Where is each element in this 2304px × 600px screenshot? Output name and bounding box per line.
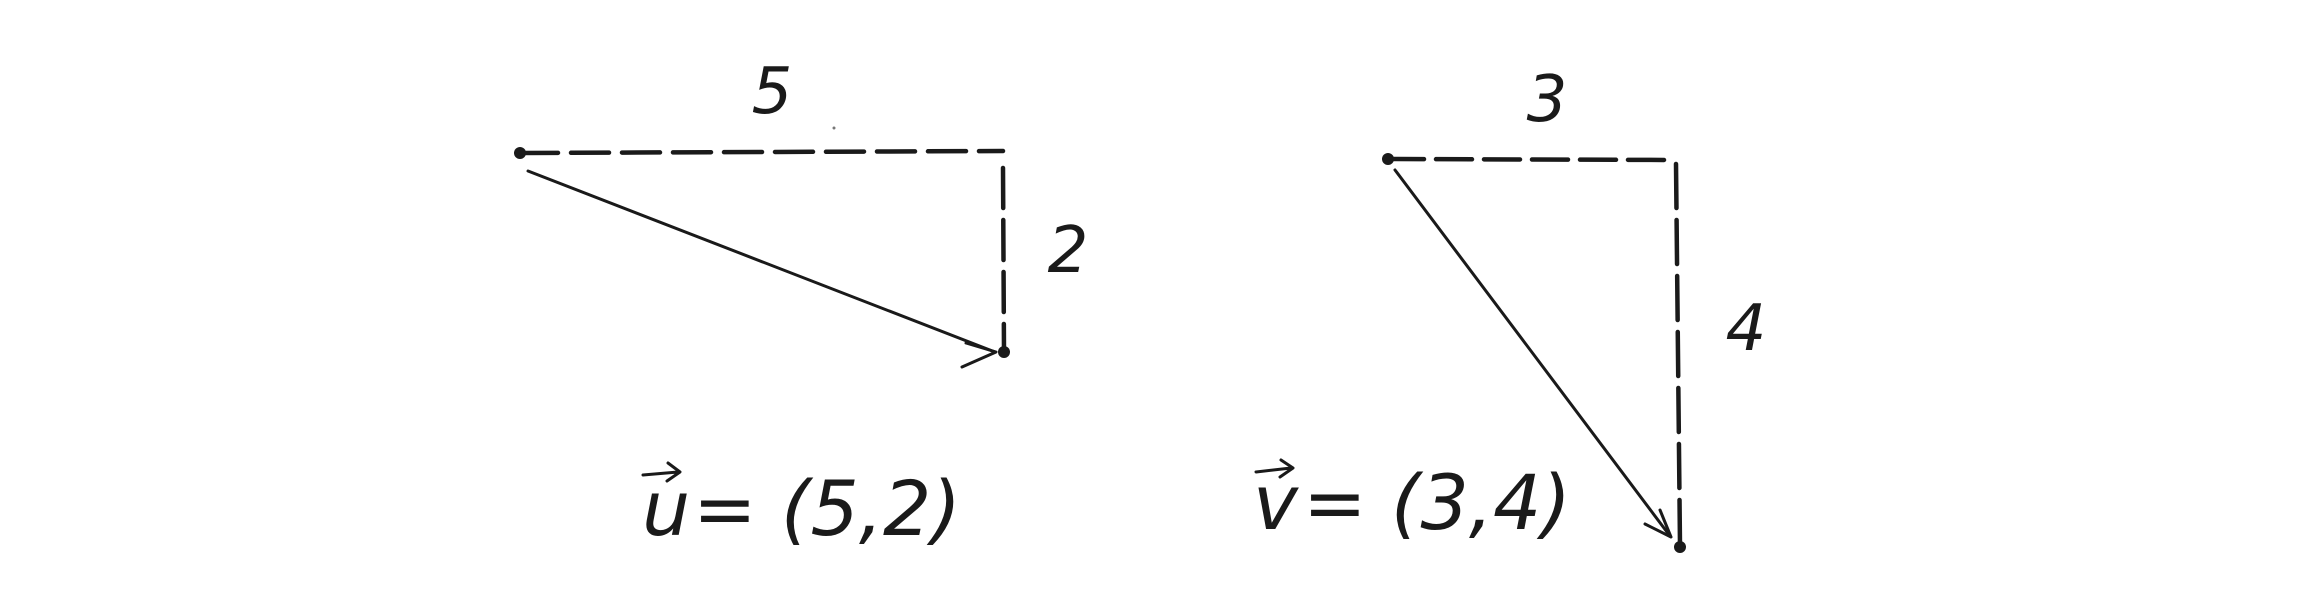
v-vertical-dashed-leg: [1673, 161, 1683, 549]
vector-u-equation: u = (5,2): [641, 461, 961, 553]
u-horizontal-label: 5: [752, 55, 793, 129]
u-end-point: [998, 346, 1010, 358]
u-vector-arrow: [526, 169, 997, 354]
u-vector-arrow-accent: [641, 461, 682, 483]
vector-v-diagram: 3 4: [1382, 63, 1766, 553]
stray-dot: [832, 126, 836, 130]
u-equation-text: = (5,2): [693, 464, 961, 553]
v-vector-arrow: [1393, 168, 1672, 538]
v-vertical-label: 4: [1726, 292, 1767, 366]
u-vector-name: u: [642, 464, 690, 553]
v-equation-text: = (3,4): [1303, 458, 1571, 547]
v-vector-arrow-accent: [1254, 458, 1295, 479]
u-start-point: [514, 147, 526, 159]
v-end-point: [1674, 541, 1686, 553]
vector-u-diagram: 5 2: [514, 55, 1089, 369]
u-vertical-dashed-leg: [1000, 165, 1007, 355]
u-vertical-label: 2: [1048, 214, 1089, 288]
v-vector-name: v: [1253, 458, 1299, 547]
v-start-point: [1382, 153, 1394, 165]
u-horizontal-dashed-leg: [517, 148, 1006, 156]
v-horizontal-dashed-leg: [1385, 156, 1678, 163]
v-arrowhead: [1643, 508, 1673, 539]
vector-v-equation: v = (3,4): [1253, 458, 1571, 547]
v-horizontal-label: 3: [1527, 63, 1568, 137]
u-arrowhead: [960, 341, 998, 369]
